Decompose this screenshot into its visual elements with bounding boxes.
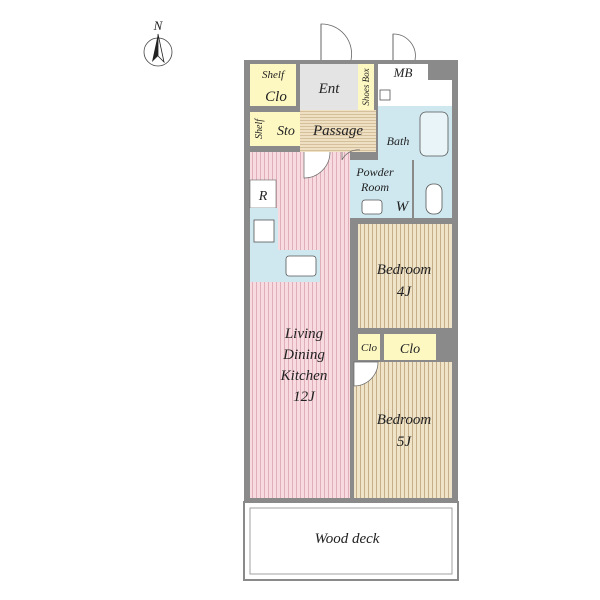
label-closet-mid: Clo [400,342,420,357]
label-wood-deck: Wood deck [315,531,380,547]
shoes-box-area [358,64,374,110]
label-storage: Sto [277,124,295,139]
label-meter-box: MB [393,65,413,80]
refrigerator-area [249,179,277,209]
bedroom1-floor [358,224,452,328]
label-bedroom2-name: Bedroom [377,412,432,428]
label-passage: Passage [312,123,363,139]
wood-deck-area [243,501,459,581]
compass-letter: N [153,18,164,33]
bathtub-icon [419,111,449,157]
ldk-door-icon [303,151,331,179]
powder-door-icon [341,149,361,161]
label-ldk-line3: Kitchen [280,368,328,384]
label-ldk-line2: Dining [282,347,325,363]
bedroom2-floor [354,362,452,498]
meter-box-area [378,64,428,80]
washbasin-icon [361,199,383,215]
north-compass-icon: N [143,18,173,67]
label-entrance: Ent [318,81,341,97]
closet-top-area [250,82,296,106]
toilet-icon [425,183,443,215]
label-shoes-box: Shoes Box [361,68,371,105]
label-powder-line1: Powder [355,165,394,179]
label-closet-small: Clo [361,342,377,354]
passage-area [300,110,376,152]
label-ldk-line1: Living [284,326,324,342]
shelf-top-area [250,64,296,82]
closet-small-area [358,334,380,360]
label-powder-line2: Room [360,180,389,194]
label-closet-top: Clo [265,89,287,105]
label-bedroom1-size: 4J [397,284,413,300]
shelf-side-area [250,112,266,146]
bedroom2-door-icon [353,361,379,387]
label-shelf-side: Shelf [254,118,265,139]
label-bath: Bath [387,134,410,148]
storage-area [266,112,300,146]
stove-icon [253,219,275,243]
label-bedroom1-name: Bedroom [377,262,432,278]
small-square-icon [379,89,391,101]
label-refrigerator: R [258,189,268,204]
label-bedroom2-size: 5J [397,434,413,450]
mb-door-icon [392,33,416,61]
entrance-door-icon [320,23,352,61]
label-shelf-top: Shelf [262,69,286,81]
label-ldk-size: 12J [293,389,316,405]
label-toilet: W [396,199,410,215]
closet-mid-area [384,334,436,360]
entrance-area [300,64,358,110]
sink-icon [285,255,317,277]
